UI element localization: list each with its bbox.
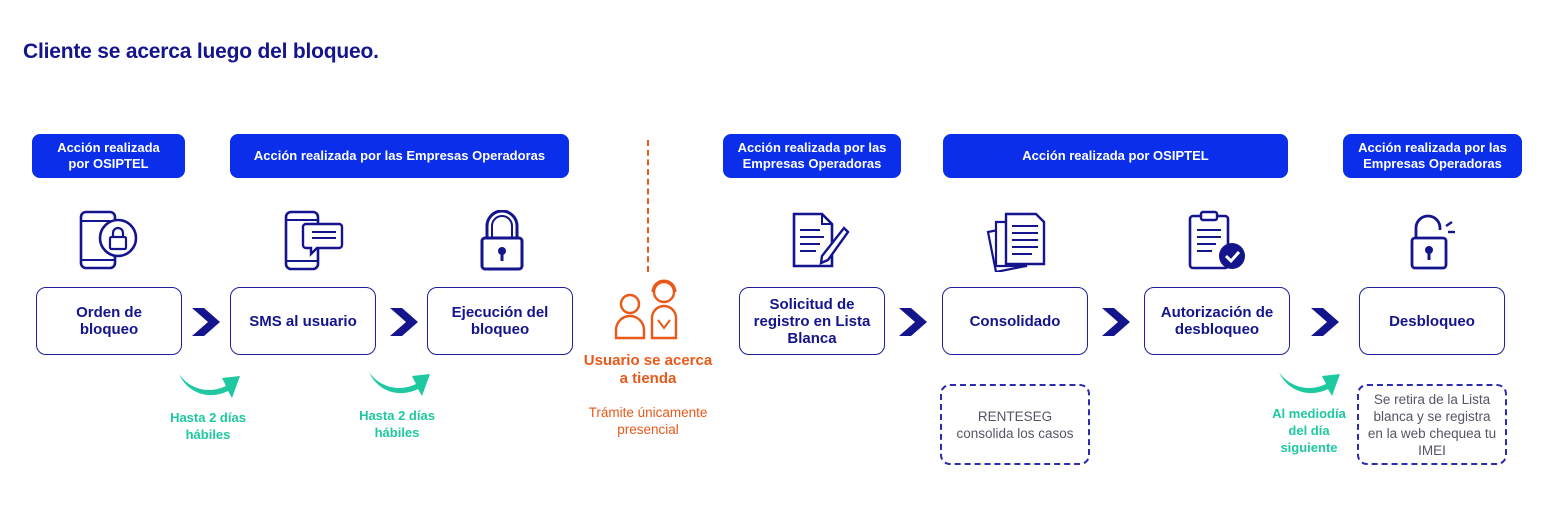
badge-operadoras-3: Acción realizada por las Empresas Operad… bbox=[1343, 134, 1522, 178]
users-store-icon bbox=[612, 278, 686, 340]
document-check-icon bbox=[1186, 210, 1248, 272]
curved-arrow-icon bbox=[179, 374, 240, 398]
step-ejecucion-del-bloqueo: Ejecución del bloqueo bbox=[427, 287, 573, 355]
chevron-right-icon bbox=[390, 308, 418, 336]
step-sms-al-usuario: SMS al usuario bbox=[230, 287, 376, 355]
chevron-right-icon bbox=[192, 308, 220, 336]
curved-arrow-icon bbox=[1279, 372, 1340, 396]
documents-stack-icon bbox=[984, 210, 1050, 272]
timing-label-2: Hasta 2 días hábiles bbox=[359, 408, 435, 440]
note-lista-blanca: Se retira de la Lista blanca y se regist… bbox=[1357, 384, 1507, 465]
padlock-open-icon bbox=[1408, 212, 1458, 272]
chevron-right-icon bbox=[1311, 308, 1339, 336]
step-solicitud-lista-blanca: Solicitud de registro en Lista Blanca bbox=[739, 287, 885, 355]
note-renteseg: RENTESEG consolida los casos bbox=[940, 384, 1090, 465]
padlock-closed-icon bbox=[478, 210, 526, 272]
store-subtitle: Trámite únicamente presencial bbox=[588, 405, 708, 437]
curved-arrow-icon bbox=[369, 372, 430, 396]
phone-lock-icon bbox=[78, 210, 142, 272]
badge-operadoras-1: Acción realizada por las Empresas Operad… bbox=[230, 134, 569, 178]
step-orden-de-bloqueo: Orden de bloqueo bbox=[36, 287, 182, 355]
badge-osiptel-2: Acción realizada por OSIPTEL bbox=[943, 134, 1288, 178]
badge-operadoras-2: Acción realizada por las Empresas Operad… bbox=[723, 134, 901, 178]
timing-label-1: Hasta 2 días hábiles bbox=[170, 410, 246, 442]
chevron-right-icon bbox=[899, 308, 927, 336]
step-desbloqueo: Desbloqueo bbox=[1359, 287, 1505, 355]
phone-sms-icon bbox=[282, 210, 346, 272]
page-title: Cliente se acerca luego del bloqueo. bbox=[23, 40, 379, 63]
badge-osiptel-1: Acción realizada por OSIPTEL bbox=[32, 134, 185, 178]
timing-label-3: Al mediodía del día siguiente bbox=[1272, 406, 1346, 455]
step-consolidado: Consolidado bbox=[942, 287, 1088, 355]
chevron-right-icon bbox=[1102, 308, 1130, 336]
dashed-divider bbox=[647, 140, 649, 272]
step-autorizacion-desbloqueo: Autorización de desbloqueo bbox=[1144, 287, 1290, 355]
store-title: Usuario se acerca a tienda bbox=[583, 352, 713, 387]
document-pen-icon bbox=[790, 210, 852, 272]
